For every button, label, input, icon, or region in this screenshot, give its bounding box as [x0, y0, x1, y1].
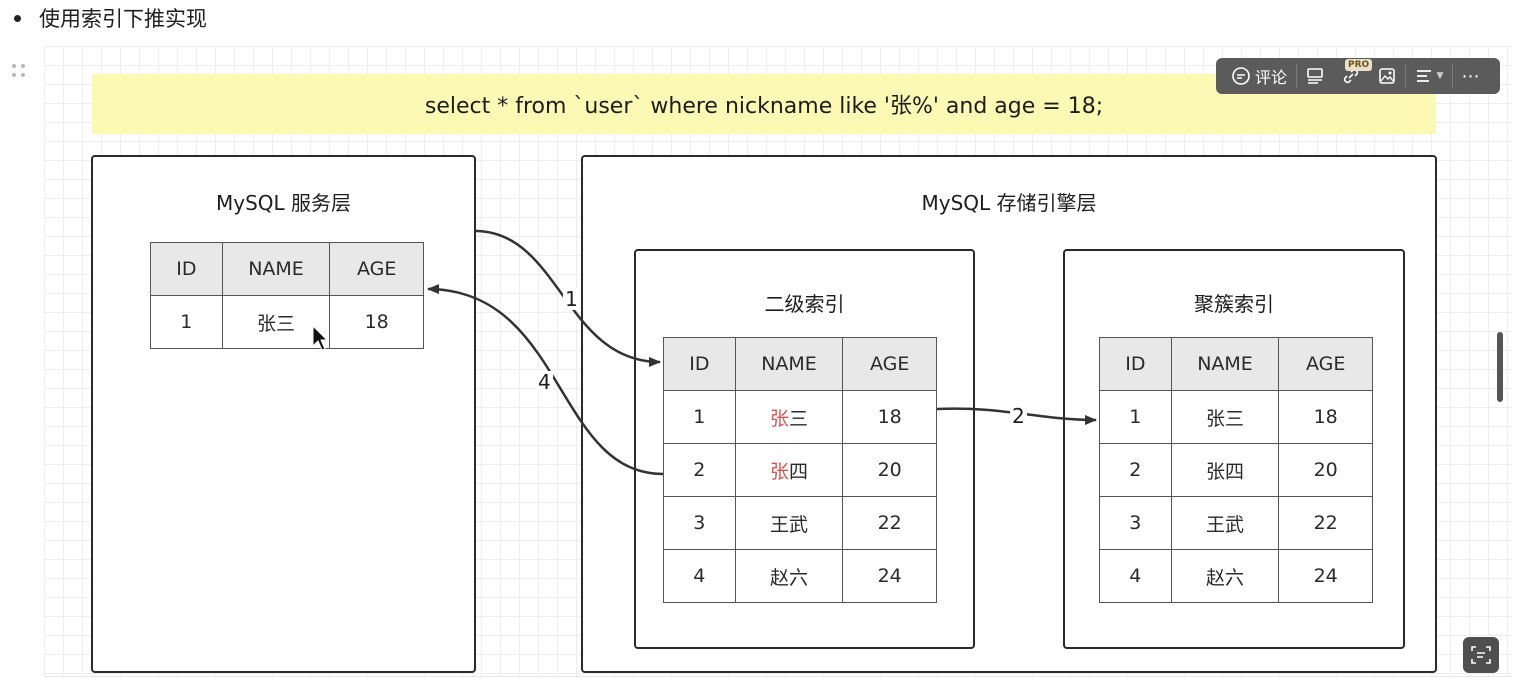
table-header-row: ID NAME AGE: [663, 337, 937, 391]
table-header-row: ID NAME AGE: [150, 242, 424, 296]
more-icon: ⋯: [1461, 65, 1481, 87]
cell-age: 24: [1278, 549, 1373, 603]
name-rest: 王武: [769, 513, 808, 536]
name-highlight: 张: [769, 407, 789, 430]
header-name: NAME: [221, 242, 331, 296]
header-age: AGE: [329, 242, 424, 296]
cell-id: 3: [663, 496, 736, 550]
cell-age: 22: [1278, 496, 1373, 550]
storage-layer-title: MySQL 存储引擎层: [921, 191, 1097, 215]
header-id: ID: [663, 337, 736, 391]
align-menu-button[interactable]: ▼: [1406, 58, 1452, 94]
table-row: 3 王武 22: [1099, 496, 1373, 550]
cell-age: 24: [842, 549, 937, 603]
toolbar-divider: [1452, 64, 1453, 88]
more-button[interactable]: ⋯: [1453, 58, 1489, 94]
heading-text: 使用索引下推实现: [39, 7, 207, 31]
secondary-index-title: 二级索引: [764, 292, 845, 316]
scan-icon: [1471, 646, 1491, 664]
header-name: NAME: [734, 337, 844, 391]
result-table: ID NAME AGE 1 张三 18: [150, 242, 424, 349]
name-rest: 三: [789, 407, 809, 430]
name-highlight: 张: [769, 460, 789, 483]
header-age: AGE: [1278, 337, 1373, 391]
edge-2-label: 2: [1010, 404, 1027, 428]
name-rest: 赵六: [769, 566, 808, 589]
table-row: 1 张三 18: [150, 295, 424, 349]
table-row: 2 张四 20: [1099, 443, 1373, 497]
cell-name: 王武: [734, 496, 844, 550]
toolbar-divider: [1296, 64, 1297, 88]
card-icon: [1307, 68, 1323, 84]
cell-age: 20: [842, 443, 937, 497]
chevron-down-icon: ▼: [1436, 71, 1444, 81]
table-row: 4 赵六 24: [663, 549, 937, 603]
image-icon: [1379, 68, 1395, 84]
vertical-scrollbar[interactable]: [1497, 332, 1503, 402]
edge-4-arrow: [427, 284, 664, 476]
table-row: 3 王武 22: [663, 496, 937, 550]
cell-name: 赵六: [1170, 549, 1280, 603]
secondary-index-table: ID NAME AGE 1 张三 18 2 张四 20 3 王武 22 4 赵六…: [663, 337, 937, 603]
drag-handle-icon[interactable]: [12, 62, 32, 82]
cell-id: 4: [663, 549, 736, 603]
cursor-icon: [312, 324, 329, 351]
table-header-row: ID NAME AGE: [1099, 337, 1373, 391]
toolbar-divider: [1405, 64, 1406, 88]
align-icon: [1416, 70, 1431, 82]
table-row: 1 张三 18: [1099, 390, 1373, 444]
bullet-icon: [14, 14, 21, 22]
cell-age: 18: [329, 295, 424, 349]
cell-age: 22: [842, 496, 937, 550]
cell-name: 王武: [1170, 496, 1280, 550]
sql-text: select * from `user` where nickname like…: [424, 94, 1104, 119]
table-row: 4 赵六 24: [1099, 549, 1373, 603]
name-rest: 四: [789, 460, 809, 483]
server-layer-box: MySQL 服务层: [91, 155, 476, 673]
header-age: AGE: [842, 337, 937, 391]
comment-label: 评论: [1254, 68, 1287, 87]
server-layer-title: MySQL 服务层: [215, 191, 352, 215]
edge-4-label: 4: [536, 370, 553, 394]
cell-name: 张三: [734, 390, 844, 444]
cell-id: 1: [150, 295, 223, 349]
image-button[interactable]: [1369, 58, 1405, 94]
heading-row: 使用索引下推实现: [14, 4, 207, 32]
cell-id: 3: [1099, 496, 1172, 550]
cell-id: 1: [1099, 390, 1172, 444]
edge-1-label: 1: [563, 287, 580, 311]
pro-badge: PRO: [1345, 59, 1373, 71]
card-view-button[interactable]: [1297, 58, 1333, 94]
clustered-index-title: 聚簇索引: [1194, 292, 1274, 316]
cell-name: 张四: [1170, 443, 1280, 497]
cell-name: 赵六: [734, 549, 844, 603]
scan-button[interactable]: [1463, 637, 1499, 673]
comment-icon: [1232, 67, 1250, 85]
cell-name: 张三: [1170, 390, 1280, 444]
header-name: NAME: [1170, 337, 1280, 391]
cell-id: 4: [1099, 549, 1172, 603]
header-id: ID: [150, 242, 223, 296]
comment-button[interactable]: 评论: [1222, 58, 1296, 94]
sql-statement: select * from `user` where nickname like…: [92, 74, 1436, 134]
cell-id: 2: [663, 443, 736, 497]
clustered-index-table: ID NAME AGE 1 张三 18 2 张四 20 3 王武 22 4 赵六…: [1099, 337, 1373, 603]
cell-age: 20: [1278, 443, 1373, 497]
cell-name: 张三: [221, 295, 331, 349]
